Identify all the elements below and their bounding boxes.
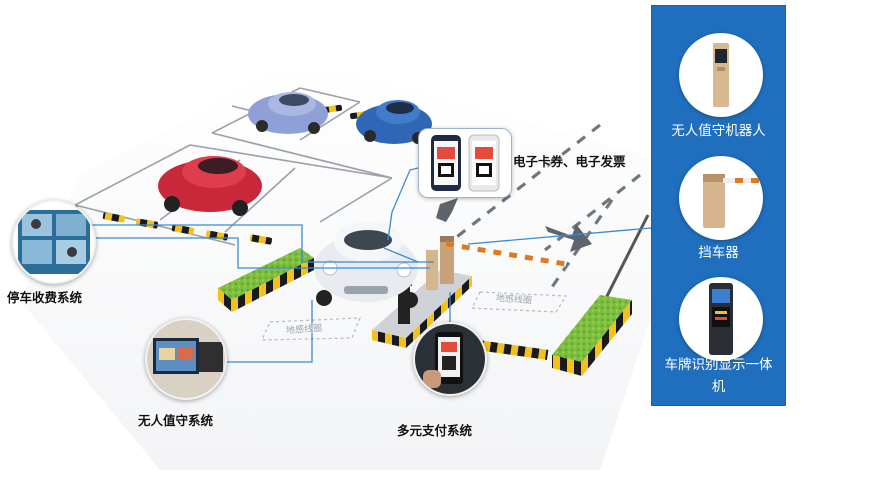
panel-item-robot-label: 无人值守机器人 [671,123,766,139]
speed-bump [477,340,549,360]
loop-marking-boxes [261,291,568,341]
plate-recognition-display-icon [679,277,763,361]
e-voucher-phones-card [418,128,512,198]
direction-arrows [436,198,592,252]
e-voucher-label: 电子卡券、电子发票 [513,154,626,169]
car-red [158,156,262,216]
road-marking-right: 地感线圈 [495,293,533,307]
unattended-system-label: 无人值守系统 [138,413,214,428]
right-island [552,295,632,376]
payment-system-bubble [413,322,487,396]
surveillance-monitor-icon [18,210,90,274]
left-island [218,248,314,312]
car-lavender [248,92,328,134]
road-marking-left: 地感线圈 [285,323,323,337]
payment-system-label: 多元支付系统 [397,423,473,438]
barrier-gate-icon [679,156,763,240]
mobile-payment-icon [415,324,485,394]
robot-kiosk-icon [679,33,763,117]
barrier-arm [445,241,567,267]
panel-item-barrier-label: 挡车器 [698,245,739,261]
connector-lines [92,164,652,363]
unattended-system-bubble [145,318,227,400]
parking-fee-system-label: 停车收费系统 [7,290,83,305]
lane-dashes [439,123,641,291]
panel-item-plate-label: 车牌识别显示一体机 [664,357,773,395]
device-panel: 无人值守机器人 挡车器 车牌识别显示一体机 [651,5,786,406]
parking-fee-system-bubble [12,200,96,284]
monitoring-screen-icon [147,320,225,398]
car-blue [356,100,432,144]
